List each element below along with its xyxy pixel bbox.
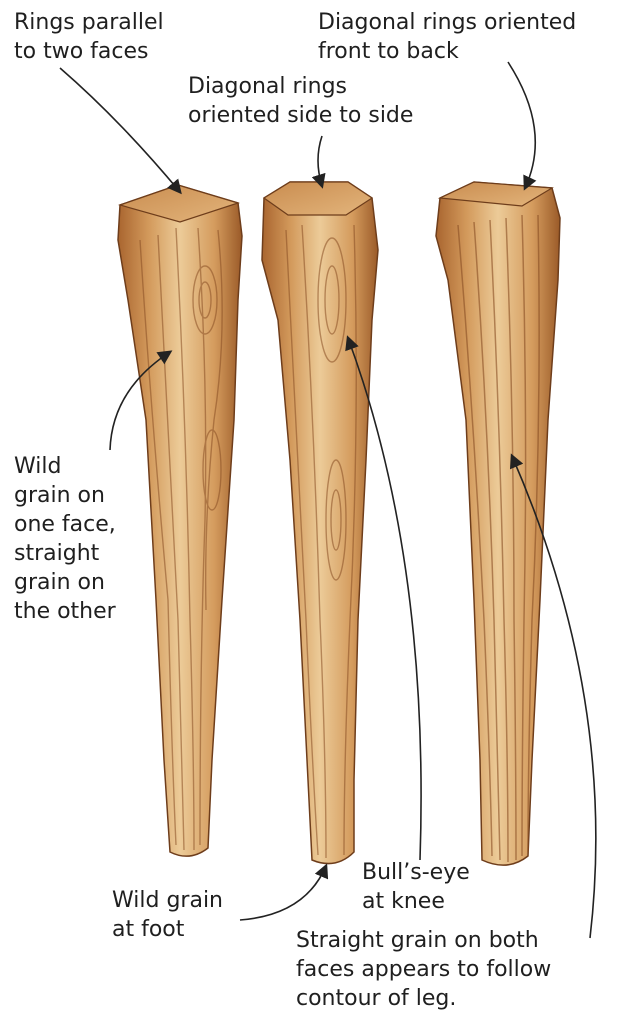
leg-2-body [262, 182, 378, 864]
label-line: to two faces [14, 37, 164, 66]
label-bulls-eye: Bull’s-eye at knee [362, 858, 470, 916]
arrow-diag-front-back [508, 62, 535, 188]
label-line: oriented side to side [188, 101, 413, 130]
label-line: Straight grain on both [296, 926, 551, 955]
label-wild-foot: Wild grain at foot [112, 886, 223, 944]
label-line: contour of leg. [296, 984, 551, 1013]
label-line: at foot [112, 915, 223, 944]
label-straight-both: Straight grain on both faces appears to … [296, 926, 551, 1013]
label-line: the other [14, 597, 116, 626]
leg-1 [118, 185, 242, 856]
arrow-diag-side-side [318, 136, 322, 186]
label-wild-one-face: Wild grain on one face, straight grain o… [14, 452, 116, 626]
label-line: Diagonal rings [188, 72, 413, 101]
label-line: Diagonal rings oriented [318, 8, 576, 37]
label-line: front to back [318, 37, 576, 66]
label-line: Bull’s-eye [362, 858, 470, 887]
label-line: grain on [14, 481, 116, 510]
label-line: grain on [14, 568, 116, 597]
label-line: Wild [14, 452, 116, 481]
label-line: one face, [14, 510, 116, 539]
label-line: Wild grain [112, 886, 223, 915]
leg-2 [262, 182, 378, 864]
label-diag-side-side: Diagonal rings oriented side to side [188, 72, 413, 130]
label-line: at knee [362, 887, 470, 916]
label-line: straight [14, 539, 116, 568]
arrow-rings-parallel [60, 68, 180, 192]
leg-1-body [118, 185, 242, 856]
label-diag-front-back: Diagonal rings oriented front to back [318, 8, 576, 66]
label-line: faces appears to follow [296, 955, 551, 984]
label-rings-parallel: Rings parallel to two faces [14, 8, 164, 66]
arrow-wild-foot [240, 866, 326, 920]
label-line: Rings parallel [14, 8, 164, 37]
leg-3 [436, 182, 560, 865]
